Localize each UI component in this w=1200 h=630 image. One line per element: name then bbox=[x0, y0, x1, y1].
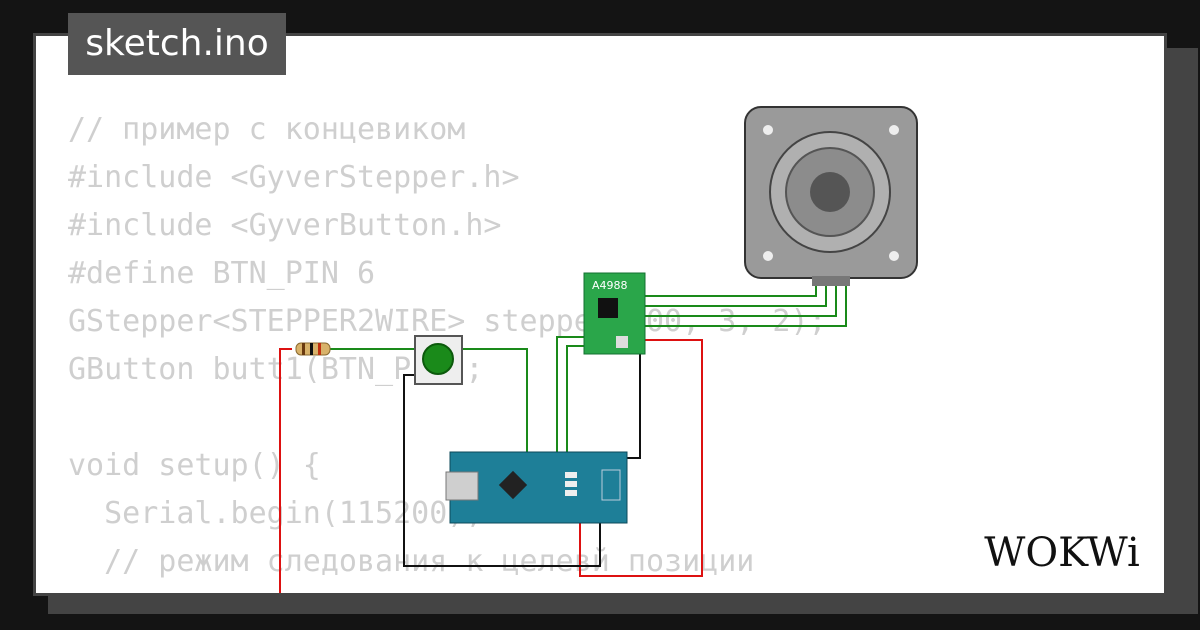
wires bbox=[279, 280, 847, 593]
step-wire bbox=[556, 336, 588, 458]
a4988-driver: A4988 bbox=[583, 272, 646, 355]
code-line: // пример с концевиком bbox=[68, 112, 466, 147]
motor-wire-c bbox=[640, 280, 837, 317]
driver-vcc-wire bbox=[579, 339, 703, 577]
pushbutton bbox=[414, 335, 463, 385]
motor-wire-a bbox=[640, 280, 817, 297]
code-line: void setup() { bbox=[68, 448, 321, 483]
dir-wire bbox=[566, 345, 588, 458]
motor-wire-d bbox=[640, 280, 847, 327]
button-signal-wire bbox=[462, 348, 528, 458]
code-line: // режим следования к целевй позиции bbox=[68, 544, 755, 579]
filename-badge: sketch.ino bbox=[68, 13, 286, 75]
stepper-motor bbox=[744, 106, 918, 286]
resistor bbox=[295, 342, 331, 356]
arduino-nano bbox=[445, 451, 628, 524]
code-line: #include <GyverStepper.h> bbox=[68, 160, 520, 195]
driver-gnd-wire bbox=[578, 346, 641, 459]
motor-wire-b bbox=[640, 280, 827, 307]
code-line: Serial.begin(115200); bbox=[68, 496, 484, 531]
resistor-vcc-wire bbox=[279, 348, 292, 593]
code-line: #include <GyverButton.h> bbox=[68, 208, 502, 243]
code-line: #define BTN_PIN 6 bbox=[68, 256, 376, 291]
button-gnd-wire bbox=[403, 374, 601, 567]
driver-label: A4988 bbox=[592, 279, 628, 292]
circuit-diagram: A4988 WOKWi bbox=[279, 106, 1140, 593]
wokwi-logo: WOKWi bbox=[984, 530, 1140, 576]
preview-card: // пример с концевиком #include <GyverSte… bbox=[33, 33, 1167, 596]
code-line: stepper.setRunMode(FOLLOW_POS); bbox=[68, 586, 827, 593]
